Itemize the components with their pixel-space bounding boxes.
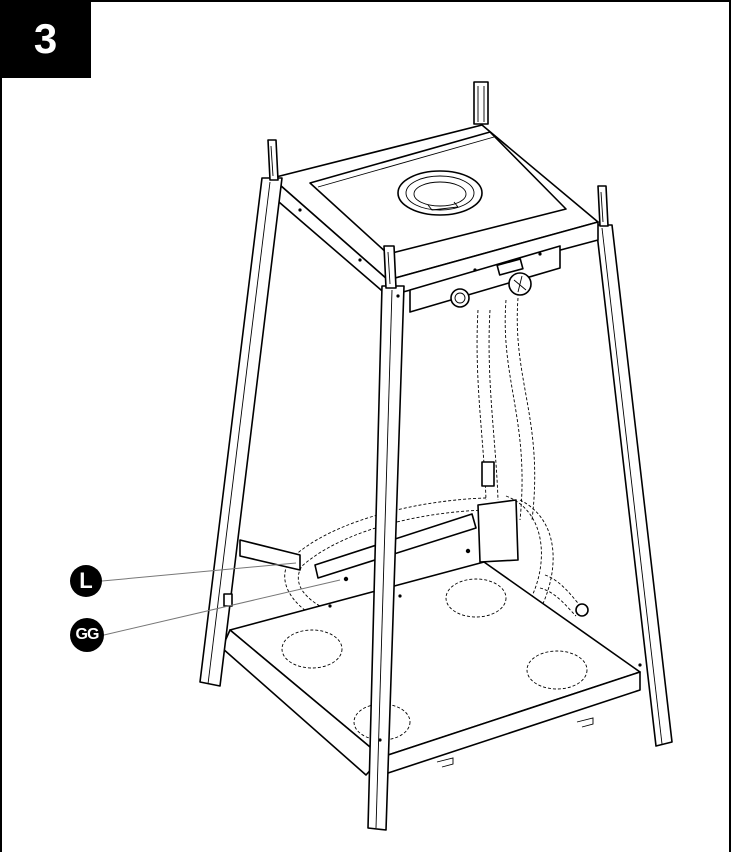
bottom-shelf <box>221 561 642 776</box>
front-center-post <box>367 245 405 831</box>
rear-center-post <box>473 81 489 125</box>
callout-leaders <box>101 562 341 636</box>
part-gg-callout: GG <box>70 618 104 652</box>
rear-right-post <box>595 185 673 747</box>
part-l-callout: L <box>70 565 102 597</box>
top-panel <box>271 124 599 313</box>
front-left-post <box>199 139 283 687</box>
step-number-badge: 3 <box>0 0 91 78</box>
